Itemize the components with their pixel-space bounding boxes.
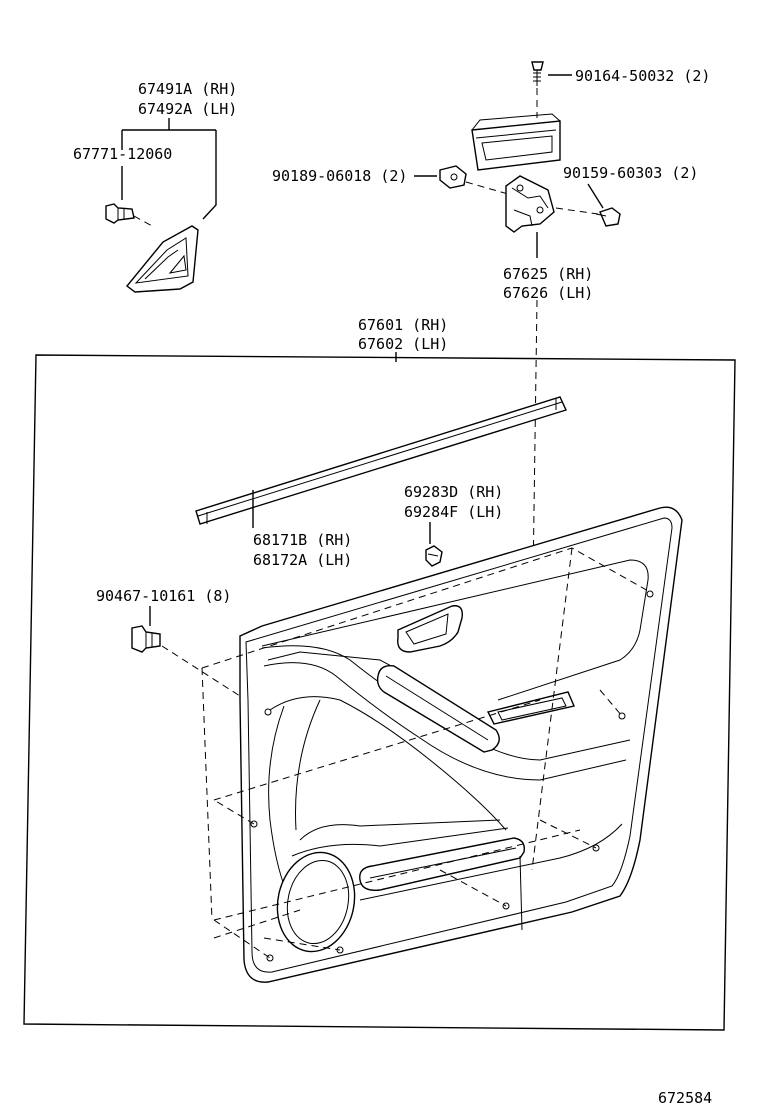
handle-box: [471, 113, 561, 171]
label-69283d: 69283D (RH): [404, 483, 503, 501]
door-trim-panel: [201, 506, 683, 983]
label-67625: 67625 (RH): [503, 265, 593, 283]
switch-plate: [486, 691, 575, 725]
mirror-garnish: [125, 225, 199, 293]
belt-moulding: 68171B (RH) 68172A (LH): [195, 396, 567, 569]
label-67771: 67771-12060: [73, 145, 172, 163]
label-67602: 67602 (LH): [358, 335, 448, 353]
diagram-number: 672584: [658, 1089, 712, 1107]
speaker-grille: [276, 851, 356, 953]
door-handle-recess: [397, 605, 463, 653]
door-panel-frame: 67601 (RH) 67602 (LH): [23, 316, 736, 1031]
label-67492a: 67492A (LH): [138, 100, 237, 118]
clip-holes: [250, 590, 654, 962]
label-68171b: 68171B (RH): [253, 531, 352, 549]
bracket-group: 90164-50032 (2) 90189-06018 (2) 90159-60…: [272, 61, 710, 721]
label-90467: 90467-10161 (8): [96, 587, 231, 605]
label-68172a: 68172A (LH): [253, 551, 352, 569]
label-67626: 67626 (LH): [503, 284, 593, 302]
armrest-pull: [376, 665, 500, 753]
mirror-garnish-group: 67491A (RH) 67492A (LH) 67771-12060: [73, 80, 237, 293]
label-90164: 90164-50032 (2): [575, 67, 710, 85]
label-67491a: 67491A (RH): [138, 80, 237, 98]
clip-90467: 90467-10161 (8): [96, 587, 269, 715]
clip-69283d: 69283D (RH) 69284F (LH): [404, 483, 503, 567]
label-90189: 90189-06018 (2): [272, 167, 407, 185]
bracket-67625: [505, 175, 555, 721]
label-90159: 90159-60303 (2): [563, 164, 698, 182]
clip-67771: [105, 203, 153, 227]
screw-90164: [531, 61, 572, 118]
screw-90159: [555, 183, 621, 227]
label-67601: 67601 (RH): [358, 316, 448, 334]
nut-90189: [414, 165, 509, 195]
label-69284f: 69284F (LH): [404, 503, 503, 521]
